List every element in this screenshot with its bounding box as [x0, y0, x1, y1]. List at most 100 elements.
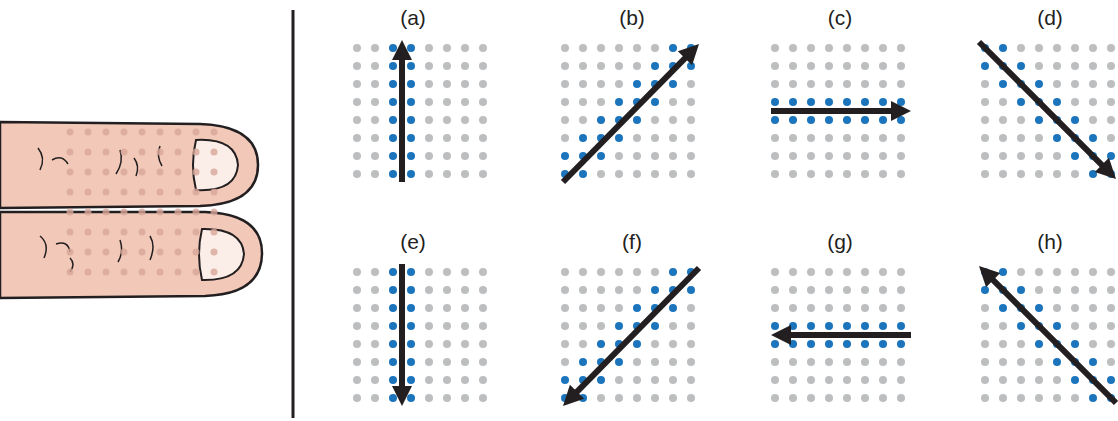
sensor-dot [825, 304, 833, 312]
panel-label: (c) [828, 6, 853, 30]
sensor-dot [843, 358, 851, 366]
sensor-dot [479, 340, 487, 348]
sensor-dot [999, 44, 1007, 52]
sensor-dot [597, 116, 605, 124]
finger-dot [121, 189, 128, 196]
finger-dot [121, 129, 128, 136]
sensor-dot [843, 268, 851, 276]
sensor-dot [561, 358, 569, 366]
sensor-dot [651, 98, 659, 106]
finger-dot [103, 169, 110, 176]
sensor-dot [807, 358, 815, 366]
sensor-dot [561, 268, 569, 276]
sensor-dot [633, 340, 641, 348]
sensor-dot [1071, 116, 1079, 124]
sensor-dot [389, 98, 397, 106]
sensor-dot [651, 286, 659, 294]
sensor-dot [1035, 44, 1043, 52]
sensor-dot [353, 44, 361, 52]
finger-dot [193, 129, 200, 136]
finger-dot [157, 149, 164, 156]
finger-dot [121, 209, 128, 216]
sensor-dot [981, 394, 989, 402]
sensor-dot [443, 62, 451, 70]
sensor-dot [687, 376, 695, 384]
sensor-dot [1053, 394, 1061, 402]
sensor-dot [789, 116, 797, 124]
sensor-dot [579, 44, 587, 52]
sensor-dot [687, 134, 695, 142]
sensor-dot [861, 98, 869, 106]
sensor-dot [461, 376, 469, 384]
finger-dot [85, 169, 92, 176]
sensor-dot [771, 80, 779, 88]
sensor-dot [771, 62, 779, 70]
sensor-dot [1089, 80, 1097, 88]
finger-dot [121, 269, 128, 276]
finger-dot [67, 189, 74, 196]
sensor-dot [789, 376, 797, 384]
sensor-dot [879, 376, 887, 384]
sensor-dot [1089, 340, 1097, 348]
finger-dot [193, 149, 200, 156]
sensor-dot [1089, 286, 1097, 294]
sensor-dot [443, 134, 451, 142]
sensor-dot [407, 116, 415, 124]
sensor-dot [407, 152, 415, 160]
sensor-dot [897, 44, 905, 52]
arrow-head [1095, 158, 1116, 179]
sensor-dot [789, 44, 797, 52]
sensor-dot [981, 80, 989, 88]
sensor-dot [771, 394, 779, 402]
finger-dot [211, 209, 218, 216]
sensor-dot [353, 376, 361, 384]
sensor-dot [597, 304, 605, 312]
sensor-dot [579, 358, 587, 366]
sensor-dot [1089, 322, 1097, 330]
finger-dot [67, 209, 74, 216]
sensor-dot [999, 304, 1007, 312]
sensor-dot [443, 152, 451, 160]
sensor-dot [1017, 268, 1025, 276]
gesture-arrow [992, 279, 1116, 403]
sensor-dot [825, 340, 833, 348]
sensor-dot [1071, 376, 1079, 384]
sensor-dot [615, 98, 623, 106]
sensor-dot [353, 394, 361, 402]
sensor-dot [597, 340, 605, 348]
gesture-arrow [576, 268, 699, 393]
gesture-arrow [399, 264, 405, 388]
sensor-dot [999, 170, 1007, 178]
sensor-dot [879, 358, 887, 366]
sensor-dot [461, 62, 469, 70]
gesture-arrow [563, 57, 686, 182]
sensor-dot [669, 44, 677, 52]
sensor-dot [981, 98, 989, 106]
sensor-dot [687, 322, 695, 330]
finger-dot [175, 129, 182, 136]
sensor-dot [897, 322, 905, 330]
sensor-dot [615, 80, 623, 88]
sensor-dot [407, 170, 415, 178]
sensor-dot [597, 268, 605, 276]
sensor-dot [1017, 286, 1025, 294]
sensor-dot [461, 322, 469, 330]
sensor-dot [1053, 170, 1061, 178]
sensor-dot [371, 286, 379, 294]
sensor-dot [479, 152, 487, 160]
finger-dot [139, 169, 146, 176]
finger-dot [121, 229, 128, 236]
sensor-dot [633, 394, 641, 402]
sensor-dot [651, 44, 659, 52]
sensor-dot [879, 134, 887, 142]
sensor-dot [1107, 134, 1115, 142]
sensor-dot [789, 80, 797, 88]
sensor-dot [461, 268, 469, 276]
sensor-dot [771, 268, 779, 276]
sensor-dot [561, 44, 569, 52]
sensor-dot [479, 376, 487, 384]
finger-dot [67, 229, 74, 236]
sensor-dot [443, 268, 451, 276]
sensor-dot [579, 304, 587, 312]
sensor-dot [843, 62, 851, 70]
